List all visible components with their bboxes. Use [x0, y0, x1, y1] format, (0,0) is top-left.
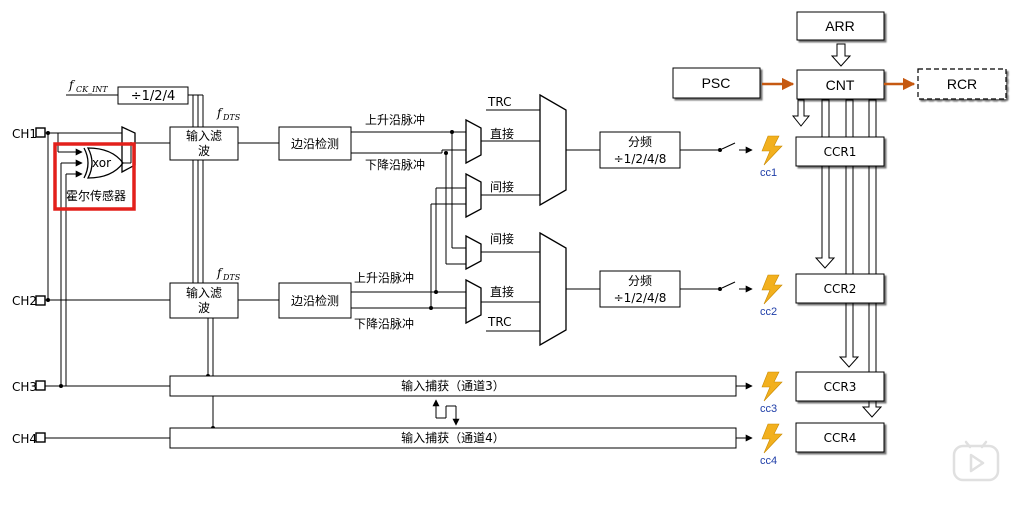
cc1-label: cc1: [760, 167, 777, 179]
indirect-label-ch1: 间接: [490, 179, 514, 194]
edge-detect-ch1: [278, 126, 352, 161]
prescaler-ch1-label2: ÷1/2/4/8: [614, 152, 667, 166]
falling-edge-ch2-label: 下降沿脉冲: [354, 316, 414, 331]
cc2-lightning-icon: [761, 274, 783, 305]
rising-edge-ch2-label: 上升沿脉冲: [354, 270, 414, 285]
input-filter-ch2-label1: 输入滤: [186, 285, 222, 300]
cc4-label: cc4: [760, 455, 777, 467]
rising-edge-ch1-label: 上升沿脉冲: [365, 112, 425, 127]
ccr1-label: CCR1: [824, 145, 857, 159]
ccr2-register: [795, 273, 885, 304]
xor-gate-label: xor: [92, 156, 111, 170]
psc-label: PSC: [702, 75, 731, 91]
cc4-lightning-icon: [761, 423, 783, 454]
ccr4-register: [795, 422, 885, 453]
cc2-label: cc2: [760, 306, 777, 318]
input-filter-ch2-label2: 波: [198, 301, 210, 315]
input-capture-ch3-label: 输入捕获（通道3）: [401, 378, 505, 393]
input-filter-ch2: [169, 282, 239, 319]
ccr1-register: [795, 136, 885, 167]
edge-muxes: TRC 直接 间接 间接 直接 TRC: [465, 95, 540, 332]
channel-3-4-capture: 输入捕获（通道3） 输入捕获（通道4）: [169, 375, 753, 449]
prescaler-ch1: [599, 131, 681, 169]
fdts-label-bottom: f: [216, 266, 224, 280]
channel-1-2-frontend: 输入滤 波 边沿检测 输入滤 波 边沿检测 上升沿脉冲 下降沿脉冲 上升沿脉冲 …: [169, 112, 466, 331]
input-capture-ch4-label: 输入捕获（通道4）: [401, 430, 505, 445]
falling-edge-ch1-label: 下降沿脉冲: [365, 157, 425, 172]
capture-events: cc1 cc2 cc3 cc4: [760, 135, 783, 467]
xor-gate-back: [83, 147, 89, 179]
clock-divider-label: ÷1/2/4: [131, 89, 175, 104]
trc-label-ch1: TRC: [487, 95, 511, 109]
pin-ch2: [35, 295, 46, 306]
cnt-label: CNT: [826, 77, 855, 93]
rcr-label: RCR: [947, 76, 977, 92]
channel-muxes: [539, 93, 600, 347]
input-filter-ch1-label1: 输入滤: [186, 128, 222, 143]
clock-section: f CK_INT ÷1/2/4 f DTS f DTS: [66, 78, 241, 430]
cc3-label: cc3: [760, 403, 777, 415]
prescaler-ch2-label2: ÷1/2/4/8: [614, 291, 667, 305]
fdts-subscript-top: DTS: [222, 113, 241, 122]
direct-label-ch1: 直接: [490, 126, 514, 141]
ccr3-label: CCR3: [824, 380, 857, 394]
arr-label: ARR: [825, 18, 855, 34]
prescaler-ch2-label1: 分频: [628, 274, 652, 288]
prescaler-ch1-label1: 分频: [628, 135, 652, 149]
edge-mux-2: [465, 172, 482, 219]
pin-ch3: [35, 380, 46, 391]
edge-mux-4: [465, 278, 482, 325]
psc-register: [672, 67, 761, 99]
counter-section: ARR PSC CNT RCR CCR1 CCR2 CCR3 CCR4: [672, 11, 1007, 453]
arr-register: [796, 11, 885, 41]
cnt-to-ccr2-arrow: [814, 99, 836, 269]
fdts-label-top: f: [216, 106, 224, 120]
fck-int-label: f: [68, 78, 76, 92]
indirect-label-ch2: 间接: [490, 231, 514, 246]
edge-detect-ch2: [278, 282, 352, 319]
prescalers: 分频 ÷1/2/4/8 分频 ÷1/2/4/8: [599, 131, 753, 308]
channel-mux-1: [539, 93, 567, 207]
channel-mux-2: [539, 231, 567, 347]
xor-gate: [86, 147, 124, 179]
edge-detect-ch1-label: 边沿检测: [291, 136, 339, 151]
edge-detect-ch2-label: 边沿检测: [291, 293, 339, 308]
input-filter-ch1: [169, 126, 239, 161]
pin-ch3-label: CH3: [12, 380, 37, 394]
input-filter-ch1-label2: 波: [198, 144, 210, 158]
pin-ch1-label: CH1: [12, 127, 37, 141]
cnt-register: [796, 69, 885, 100]
direct-label-ch2: 直接: [490, 284, 514, 299]
hall-sensor-section: xor 霍尔传感器: [45, 125, 170, 439]
input-pins: CH1 CH2 CH3 CH4: [12, 127, 46, 446]
rcr-register: [917, 68, 1007, 100]
pin-ch4-label: CH4: [12, 432, 37, 446]
pin-ch2-label: CH2: [12, 294, 37, 308]
pin-ch1: [35, 127, 46, 138]
arr-to-cnt-arrow: [830, 43, 852, 67]
ccr2-label: CCR2: [824, 282, 857, 296]
pin-ch4: [35, 432, 46, 443]
prescaler-ch2: [599, 270, 681, 308]
cnt-to-ccr1-arrow: [791, 99, 811, 127]
edge-mux-3: [465, 234, 482, 271]
cc1-lightning-icon: [761, 135, 783, 166]
trc-label-ch2: TRC: [487, 315, 511, 329]
hall-sensor-label: 霍尔传感器: [66, 188, 126, 203]
fdts-subscript-bottom: DTS: [222, 273, 241, 282]
edge-mux-1: [465, 118, 482, 165]
ccr3-register: [795, 371, 885, 402]
cc3-lightning-icon: [761, 371, 783, 402]
video-play-icon[interactable]: [950, 440, 1002, 484]
fck-int-subscript: CK_INT: [76, 85, 108, 94]
ccr4-label: CCR4: [824, 431, 857, 445]
hall-highlight-box: [53, 142, 136, 211]
